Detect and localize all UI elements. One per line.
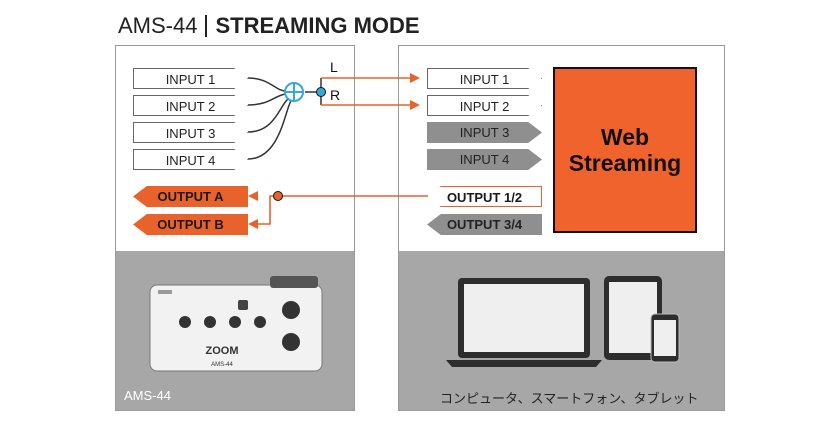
device-input-2: INPUT 2 bbox=[133, 95, 248, 116]
web-streaming-line-2: Streaming bbox=[568, 150, 682, 176]
device-input-4: INPUT 4 bbox=[133, 149, 248, 170]
header-separator bbox=[205, 15, 208, 37]
output-split-dot-icon bbox=[273, 191, 283, 201]
device-input-1: INPUT 1 bbox=[133, 68, 248, 89]
arrow-head-r bbox=[410, 100, 420, 110]
header-model: AMS-44 bbox=[118, 13, 198, 38]
header-mode: STREAMING MODE bbox=[215, 13, 420, 38]
tablet-icon bbox=[604, 276, 662, 360]
wire-input-4 bbox=[247, 100, 292, 160]
arrow-head-out-a bbox=[248, 191, 258, 201]
wire-input-1 bbox=[247, 77, 287, 92]
computer-output-34: OUTPUT 3/4 bbox=[427, 214, 542, 235]
arrow-head-l bbox=[410, 73, 420, 83]
laptop-icon bbox=[446, 278, 602, 367]
computer-input-2: INPUT 2 bbox=[427, 95, 542, 116]
computer-output-12: OUTPUT 1/2 bbox=[427, 186, 542, 207]
split-dot-icon bbox=[316, 87, 326, 97]
mix-right-label: R bbox=[330, 87, 341, 103]
photo-logo: ZOOM bbox=[206, 345, 239, 357]
wire-input-3 bbox=[247, 98, 289, 133]
photo-model: AMS-44 bbox=[211, 362, 233, 368]
web-streaming-box: Web Streaming bbox=[553, 67, 697, 233]
wire-input-2 bbox=[247, 93, 287, 106]
device-output-b: OUTPUT B bbox=[133, 214, 248, 235]
ams44-device-illustration bbox=[149, 276, 323, 372]
smartphone-icon bbox=[650, 313, 680, 363]
mix-left-label: L bbox=[330, 59, 338, 75]
diagram-header: AMS-44 STREAMING MODE bbox=[118, 12, 420, 40]
computer-input-3: INPUT 3 bbox=[427, 122, 542, 143]
device-output-a: OUTPUT A bbox=[133, 186, 248, 207]
computer-caption: コンピュータ、スマートフォン、タブレット bbox=[440, 391, 699, 406]
device-input-3: INPUT 3 bbox=[133, 122, 248, 143]
mixer-icon bbox=[284, 82, 304, 102]
device-caption: AMS-44 bbox=[124, 388, 171, 403]
arrow-head-out-b bbox=[248, 219, 258, 229]
computer-input-4: INPUT 4 bbox=[427, 149, 542, 170]
computer-input-1: INPUT 1 bbox=[427, 68, 542, 89]
web-streaming-line-1: Web bbox=[600, 124, 650, 150]
